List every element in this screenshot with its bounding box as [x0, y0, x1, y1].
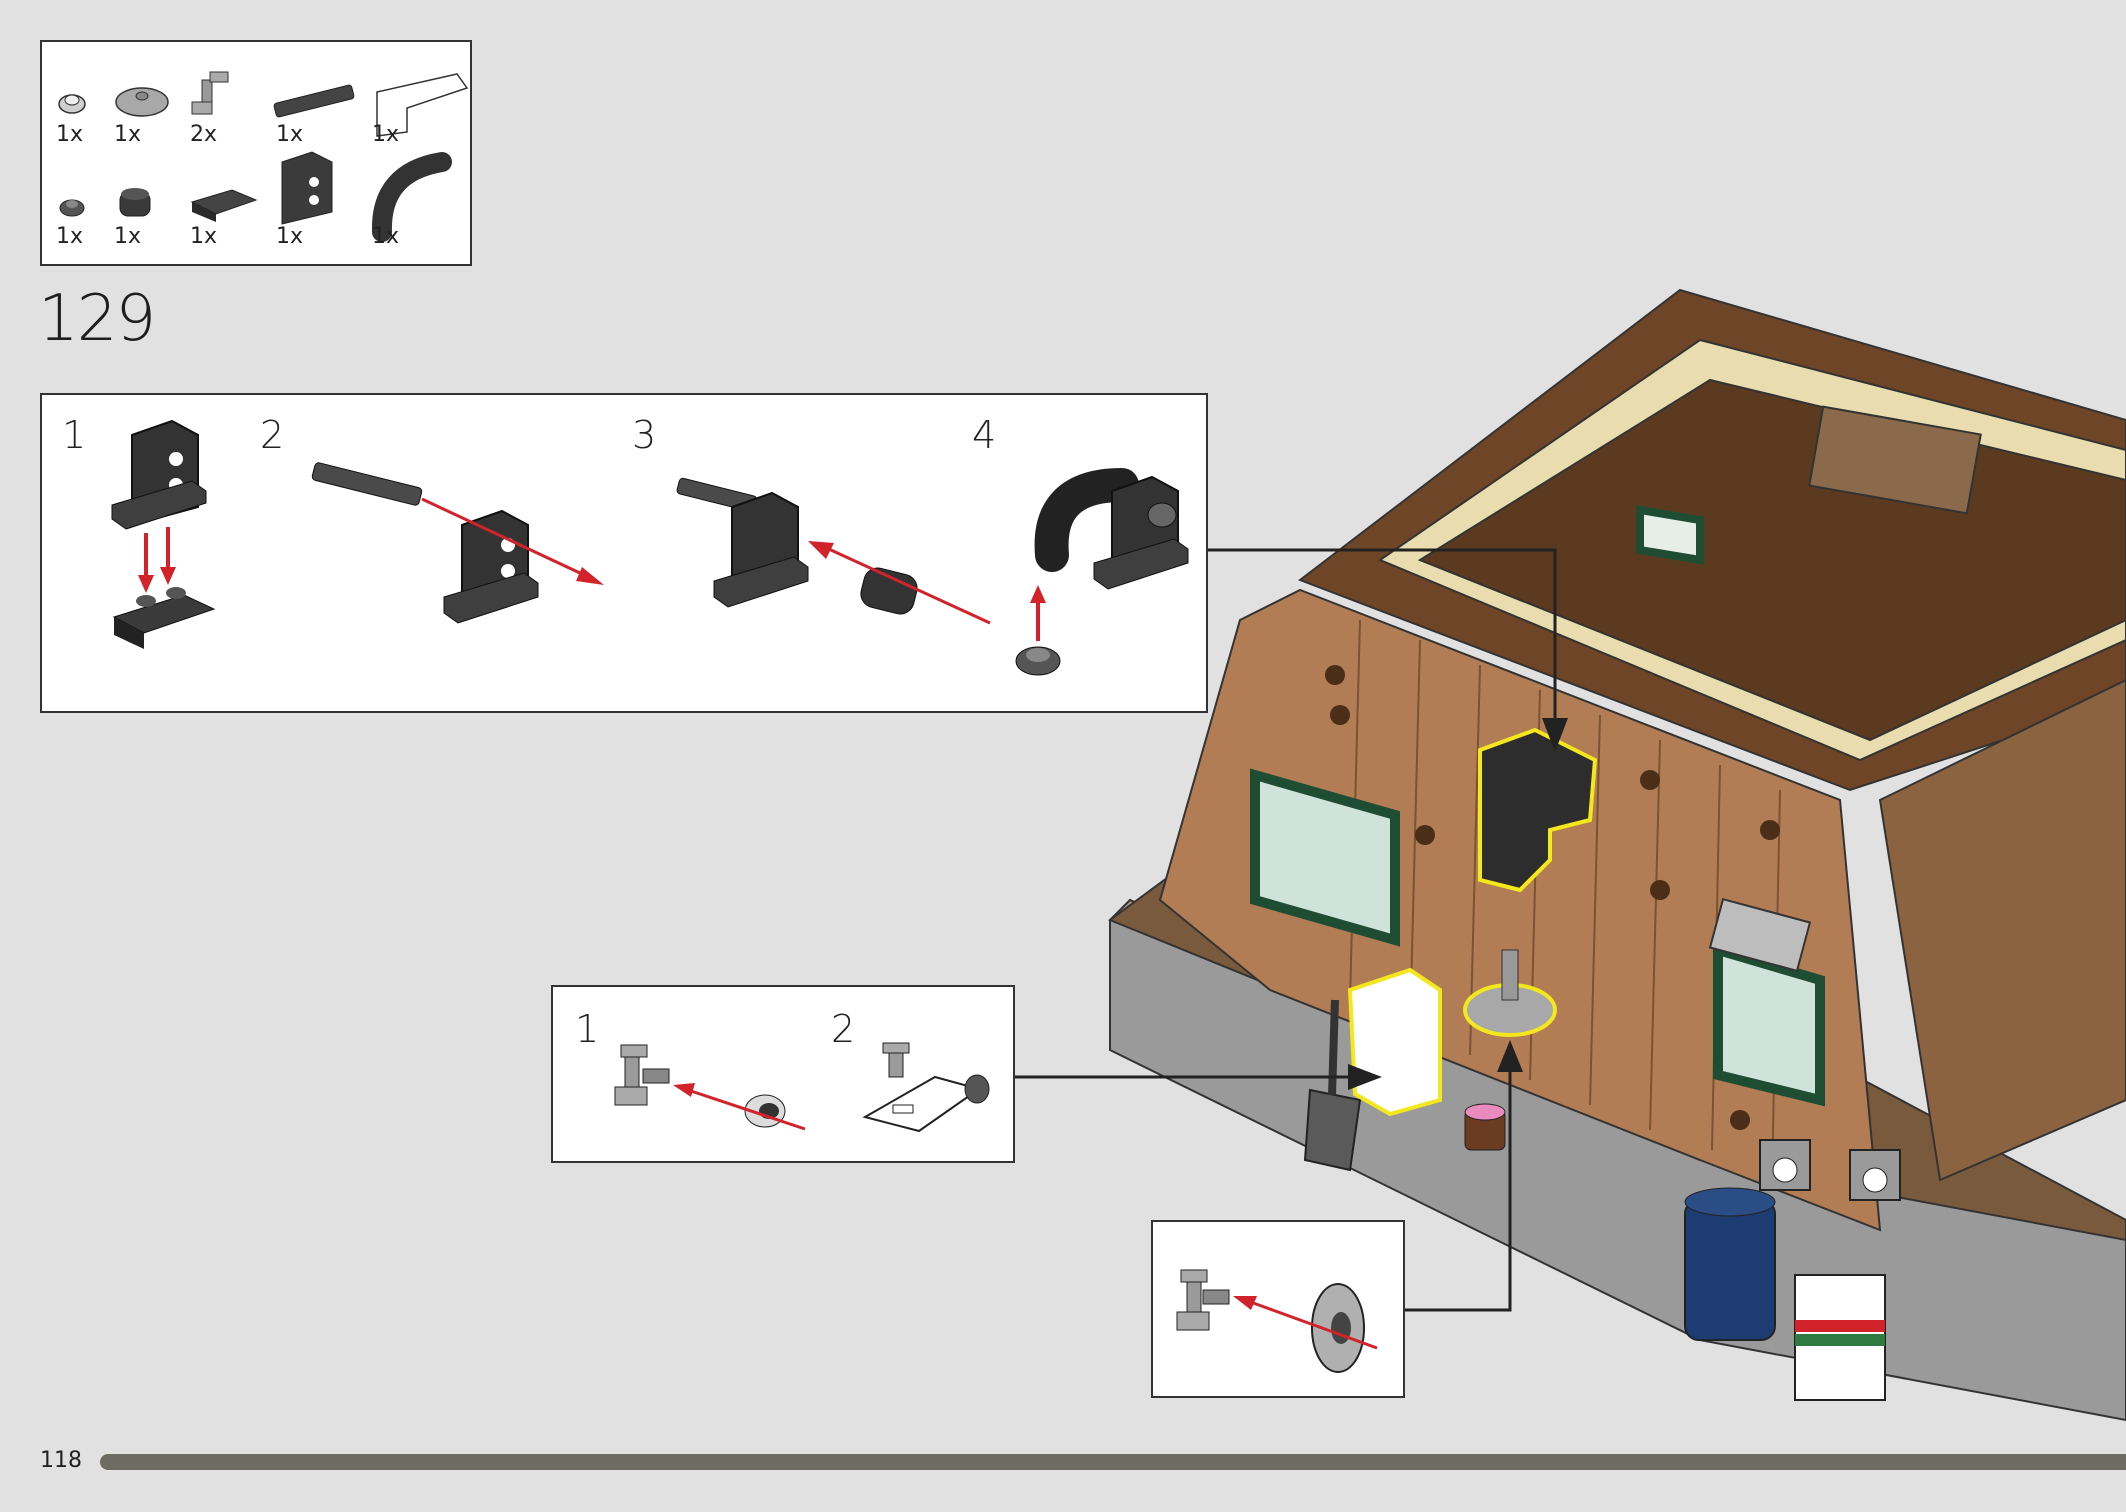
white-bracket-icon: [376, 73, 469, 137]
substep-a-illustrations: [111, 419, 1189, 676]
axle-pin-icon: [273, 84, 355, 118]
round-brick-icon: [860, 567, 918, 615]
tap-icon: [1176, 1269, 1230, 1331]
tap-icon: [614, 1044, 670, 1106]
parts-illustrations: [58, 71, 469, 242]
substep-label: 1: [575, 1007, 600, 1051]
pipe-assembly-icon: [1034, 468, 1189, 590]
part-qty: 1x: [276, 122, 304, 147]
small-round-plate-icon: [59, 199, 85, 217]
substep-label: 2: [831, 1007, 856, 1051]
bracket-block-icon: [111, 419, 207, 530]
substep-c-illustrations: [1176, 1269, 1378, 1373]
bracket-block-icon: [281, 151, 333, 225]
part-qty: 1x: [56, 122, 84, 147]
part-qty: 1x: [114, 122, 142, 147]
substep-b-illustrations: [614, 1042, 990, 1133]
axle-pin-icon: [311, 462, 423, 506]
part-qty: 1x: [372, 224, 400, 249]
tap-icon: [191, 71, 229, 115]
bracket-with-pin-icon: [676, 477, 809, 608]
substep-label: 3: [632, 413, 657, 457]
round-plate-icon: [58, 94, 86, 114]
substep-label: 1: [62, 413, 87, 457]
substep-label: 2: [260, 413, 285, 457]
substep-callout-c: [1151, 1220, 1405, 1398]
part-qty: 1x: [190, 224, 218, 249]
substep-label: 4: [972, 413, 997, 457]
part-qty: 1x: [372, 122, 400, 147]
plate-1x2-icon: [112, 587, 216, 649]
part-qty: 2x: [190, 122, 218, 147]
step-number: 129: [38, 282, 156, 356]
tap-with-bracket-icon: [862, 1042, 990, 1133]
bracket-block-icon: [443, 509, 539, 624]
bent-pipe-icon: [371, 152, 452, 242]
round-brick-icon: [119, 188, 151, 217]
dish-icon: [115, 87, 169, 117]
dish-icon: [1311, 1283, 1365, 1373]
round-plate-icon: [1015, 646, 1061, 676]
substep-callout-b: 1 2: [551, 985, 1015, 1163]
part-qty: 1x: [276, 224, 304, 249]
plate-1x2-icon: [190, 189, 258, 222]
progress-bar: [100, 1454, 2126, 1470]
part-qty: 1x: [114, 224, 142, 249]
substep-callout-a: 1 2 3 4: [40, 393, 1208, 713]
page-number: 118: [40, 1448, 82, 1473]
part-qty: 1x: [56, 224, 84, 249]
parts-list: 1x 1x 2x 1x 1x 1x 1x 1x 1x 1x: [40, 40, 472, 266]
